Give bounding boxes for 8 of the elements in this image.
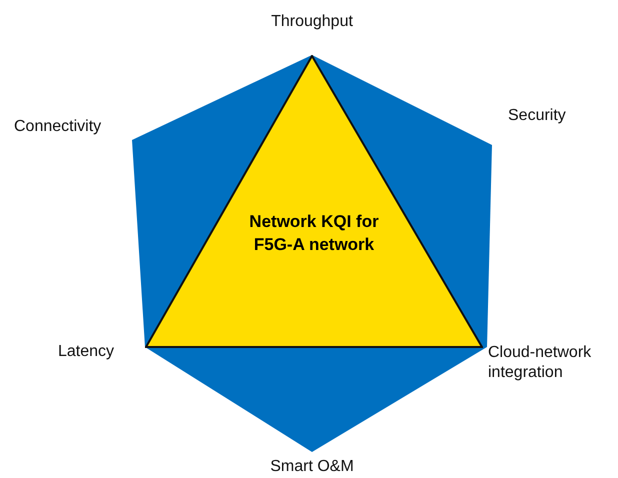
vertex-label: Connectivity — [14, 117, 102, 137]
vertex-label: Latency — [58, 342, 116, 362]
vertex-label: Cloud-network integration — [488, 343, 592, 383]
vertex-label: Security — [508, 106, 567, 126]
center-label: Network KQI for F5G-A network — [248, 211, 380, 256]
triangle-shape — [145, 55, 483, 348]
vertex-label: Smart O&M — [269, 457, 355, 477]
vertex-label: Throughput — [270, 12, 354, 32]
